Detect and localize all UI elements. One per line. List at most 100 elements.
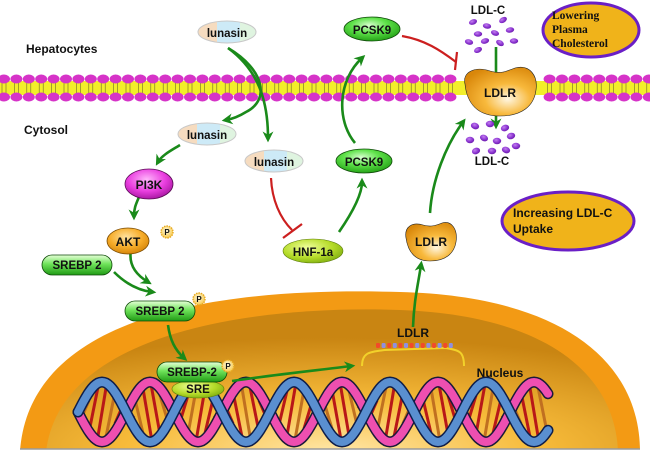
lunasin-cytosol-left: lunasin	[177, 122, 237, 146]
lipid-head	[295, 74, 308, 84]
lipid-head	[84, 92, 97, 102]
gene-bead	[409, 343, 414, 348]
dna-strand	[74, 377, 552, 447]
lipid-head	[60, 92, 72, 102]
svg-text:SREBP 2: SREBP 2	[52, 260, 101, 272]
svg-text:Lowering: Lowering	[552, 10, 600, 22]
lipid-head	[605, 74, 618, 84]
lipid-head	[146, 92, 159, 102]
lipid-head	[593, 74, 606, 84]
ldlr-cytosol-protein: LDLR	[405, 222, 457, 262]
lipid-head	[97, 92, 110, 102]
lipid-head	[0, 74, 10, 84]
lipid-head	[394, 74, 407, 84]
inhibit-pcsk9-ldlr-bar	[453, 51, 459, 71]
base-pair	[383, 381, 397, 443]
arrow-lunasin-to-pi3k	[155, 143, 181, 166]
ldlc-particle	[473, 31, 483, 37]
srebp2-phosphorylated-node: SREBP 2 P	[124, 292, 206, 322]
dna-double-helix	[72, 376, 554, 448]
lipid-head	[171, 92, 184, 102]
arrow-ldlr-to-membrane	[428, 118, 466, 214]
lipid-head	[543, 92, 556, 102]
lipid-head	[208, 92, 221, 102]
svg-text:Increasing LDL-C: Increasing LDL-C	[513, 206, 613, 220]
lipid-head	[184, 74, 196, 84]
lipid-head	[630, 74, 643, 84]
lipid-head	[0, 92, 10, 102]
lipid-head	[556, 92, 568, 102]
gene-bead	[415, 343, 420, 348]
svg-text:LDLR: LDLR	[415, 235, 447, 249]
lipid-head	[580, 74, 593, 84]
lipid-head	[308, 92, 320, 102]
ldlr-gene-beads	[376, 343, 453, 348]
arrow-srebp2-to-nucleus	[166, 324, 188, 361]
svg-text:PCSK9: PCSK9	[345, 157, 383, 169]
lunasin-cytosol-mid: lunasin	[244, 149, 304, 173]
svg-text:lunasin: lunasin	[207, 28, 247, 40]
ldlr-membrane-receptor: LDLR	[464, 66, 537, 117]
gene-bead	[432, 343, 436, 348]
lipid-head	[35, 92, 48, 102]
lipid-head	[72, 74, 85, 84]
lipid-head	[295, 92, 308, 102]
lipid-head	[122, 74, 134, 84]
lipid-head	[47, 74, 60, 84]
hnf1a-node: HNF-1a	[282, 238, 344, 264]
svg-text:Uptake: Uptake	[513, 222, 553, 236]
arrow-hnf1a-to-pcsk9	[337, 177, 368, 233]
gene-bead	[437, 343, 442, 348]
arrow-srebp2-to-phospho	[113, 271, 157, 297]
lipid-head	[60, 74, 72, 84]
arrow-lunasin-to-cytosol-left	[221, 46, 262, 125]
lipid-head	[233, 74, 246, 84]
gene-bead	[376, 343, 380, 348]
inhibit-pcsk9-ldlr	[401, 34, 457, 63]
lipid-head	[122, 92, 134, 102]
lipid-head	[171, 74, 184, 84]
lipid-head	[357, 92, 370, 102]
lipid-head	[97, 74, 110, 84]
lipid-head	[370, 74, 382, 84]
ldlc-extracellular-label: LDL-C	[471, 5, 506, 17]
lipid-head	[630, 92, 643, 102]
lipid-head	[394, 92, 407, 102]
activation-arrows	[113, 46, 502, 383]
svg-text:lunasin: lunasin	[187, 130, 227, 142]
lipid-head	[580, 92, 593, 102]
lipid-head	[320, 74, 333, 84]
ldlc-particle	[496, 39, 504, 47]
akt-node: AKT P	[106, 225, 174, 255]
arrow-pi3k-to-akt	[128, 196, 141, 221]
lipid-head	[593, 92, 606, 102]
phospho-badge: P	[192, 292, 206, 306]
svg-text:LDLR: LDLR	[484, 86, 516, 100]
ldlc-particle	[511, 142, 521, 150]
lipid-head	[568, 92, 581, 102]
svg-text:Cholesterol: Cholesterol	[552, 38, 608, 50]
base-pair	[527, 381, 541, 443]
lipid-head	[444, 92, 457, 102]
lipid-head	[419, 74, 432, 84]
ldlc-particle	[465, 136, 475, 144]
ldlc-internalized-label: LDL-C	[475, 156, 510, 168]
srebp2-sre-complex: SRE SREBP-2 P	[156, 359, 235, 399]
ldlr-gene: LDLR	[361, 326, 465, 367]
ldlc-particle	[468, 19, 478, 25]
srebp2-nuclear-label: SREBP-2	[167, 367, 217, 379]
inhibition-arrows	[269, 34, 459, 239]
lipid-head	[432, 74, 444, 84]
lipid-head	[308, 74, 320, 84]
outcome-lowering-plasma-cholesterol: Lowering Plasma Cholesterol	[541, 1, 641, 59]
lipid-head	[407, 74, 420, 84]
lipid-head	[432, 92, 444, 102]
ldlc-particle	[500, 124, 510, 132]
dna-strand	[74, 377, 552, 447]
svg-text:PI3K: PI3K	[136, 178, 163, 192]
ldlc-particle	[490, 30, 500, 36]
lipid-head	[332, 74, 345, 84]
lipid-head	[444, 74, 457, 84]
lipid-head	[382, 92, 395, 102]
lipid-head	[618, 74, 630, 84]
